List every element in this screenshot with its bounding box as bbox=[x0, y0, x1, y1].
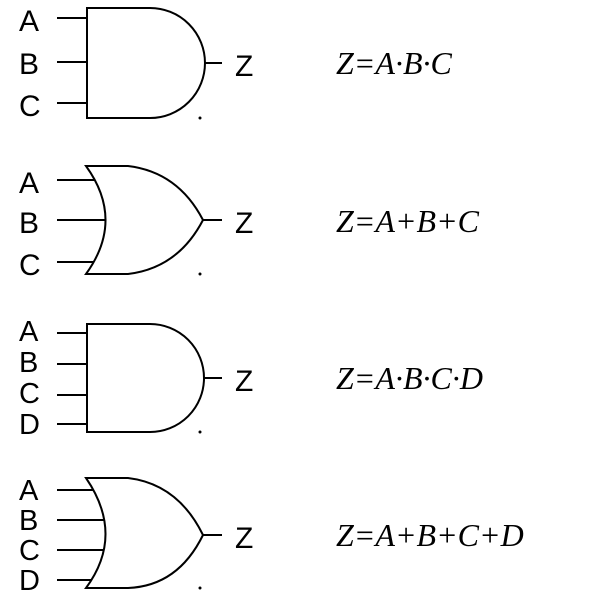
input-label-b: B bbox=[19, 207, 39, 240]
output-label-z: Z bbox=[235, 522, 253, 555]
or-gate-body bbox=[84, 165, 205, 275]
input-label-c: C bbox=[19, 90, 41, 123]
equation-and-4: Z=A·B·C·D bbox=[336, 360, 483, 396]
output-label-z: Z bbox=[235, 365, 253, 398]
or-gate-body bbox=[84, 477, 205, 589]
equation-or-3: Z=A+B+C bbox=[336, 203, 480, 239]
output-label-z: Z bbox=[235, 50, 253, 83]
and-gate-4-input: A B C D Z Z=A·B·C·D bbox=[19, 316, 483, 441]
equation-or-4: Z=A+B+C+D bbox=[336, 517, 524, 553]
and-gate-body bbox=[86, 7, 206, 119]
or-gate-4-input: A B C D Z Z=A+B+C+D bbox=[19, 475, 524, 597]
input-label-b: B bbox=[19, 505, 38, 537]
input-label-a: A bbox=[19, 316, 39, 348]
equation-and-3: Z=A·B·C bbox=[336, 45, 452, 81]
input-label-d: D bbox=[19, 409, 40, 441]
output-label-z: Z bbox=[235, 207, 253, 240]
input-label-b: B bbox=[19, 48, 39, 81]
input-label-a: A bbox=[19, 475, 39, 507]
input-label-a: A bbox=[19, 5, 39, 38]
or-gate-3-input: A B C Z Z=A+B+C bbox=[19, 165, 480, 282]
input-label-c: C bbox=[19, 249, 41, 282]
and-gate-body bbox=[86, 323, 205, 433]
input-label-d: D bbox=[19, 565, 40, 597]
input-label-b: B bbox=[19, 347, 38, 379]
input-label-c: C bbox=[19, 378, 40, 410]
input-label-c: C bbox=[19, 535, 40, 567]
and-gate-3-input: A B C Z Z=A·B·C bbox=[19, 5, 452, 123]
input-label-a: A bbox=[19, 167, 39, 200]
